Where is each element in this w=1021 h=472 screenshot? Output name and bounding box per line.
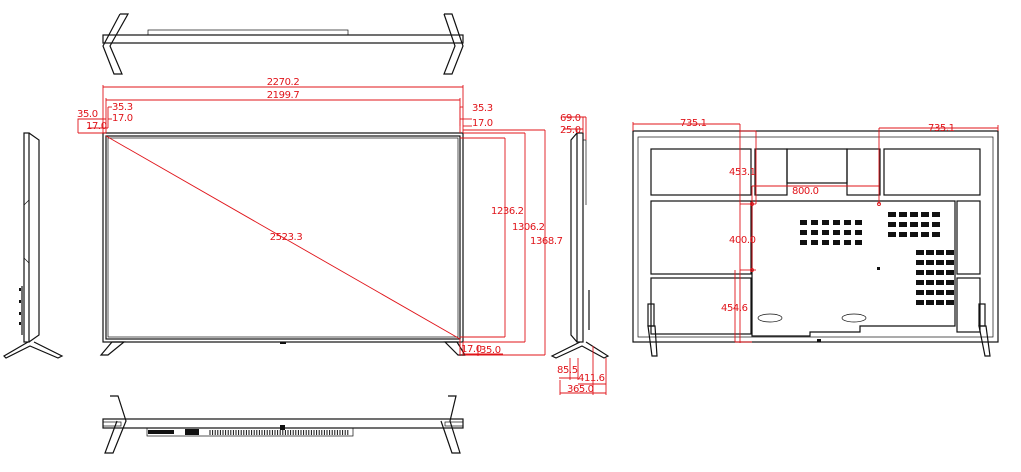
dim-diagonal: 2523.3	[270, 232, 303, 243]
top-view	[102, 13, 464, 75]
dim-bezel-left-inner: 17.0	[112, 113, 133, 124]
dim-bezel-left-inner-b: 17.0	[86, 121, 107, 132]
vent-slots	[209, 430, 349, 435]
dim-bezel-left-side: 35.3	[112, 102, 133, 113]
left-side-view	[3, 132, 64, 359]
dim-bezel-bottom-outer: 35.0	[480, 345, 501, 356]
dim-depth-top: 69.0	[560, 113, 581, 124]
front-view	[99, 132, 467, 356]
vent-grilles	[800, 212, 954, 305]
dim-screen-width: 2199.7	[267, 90, 300, 101]
dim-rear-right-offset: 735.1	[928, 123, 955, 134]
dim-vesa-horizontal: 800.0	[792, 186, 819, 197]
right-side-view	[550, 132, 610, 359]
side-dimension-labels: 69.0 25.0 85.5 411.6 365.0	[557, 113, 605, 395]
dim-bezel-bottom-inner: 17.0	[461, 344, 482, 355]
dim-rear-left-offset: 735.1	[680, 118, 707, 129]
dim-vesa-vertical: 400.0	[729, 235, 756, 246]
rear-view	[632, 130, 999, 357]
dim-depth-bezel: 25.0	[560, 125, 581, 136]
dim-stand-depth-b: 411.6	[578, 373, 605, 384]
front-dimension-labels: 2270.2 2199.7 35.0 35.3 17.0 17.0 35.3 1…	[77, 77, 563, 356]
bottom-view	[102, 395, 464, 454]
dim-overall-width: 2270.2	[267, 77, 300, 88]
side-dimensions	[559, 116, 607, 395]
dim-screen-height: 1236.2	[491, 206, 524, 217]
dim-bezel-left-outer: 35.0	[77, 109, 98, 120]
front-dimensions	[77, 85, 546, 356]
dim-stand-depth-a: 85.5	[557, 365, 578, 376]
dim-bezel-right-outer: 35.3	[472, 103, 493, 114]
dim-height-with-stand: 1368.7	[530, 236, 563, 247]
dim-stand-depth-total: 365.0	[567, 384, 594, 395]
dim-overall-height: 1306.2	[512, 222, 545, 233]
rear-dimension-labels: 735.1 735.1 453.1 800.0 400.0 454.6	[680, 118, 955, 314]
rear-dimensions	[632, 122, 999, 343]
dim-rear-top-offset: 453.1	[729, 167, 756, 178]
dim-bezel-right-inner: 17.0	[472, 118, 493, 129]
dim-rear-bottom-offset: 454.6	[721, 303, 748, 314]
